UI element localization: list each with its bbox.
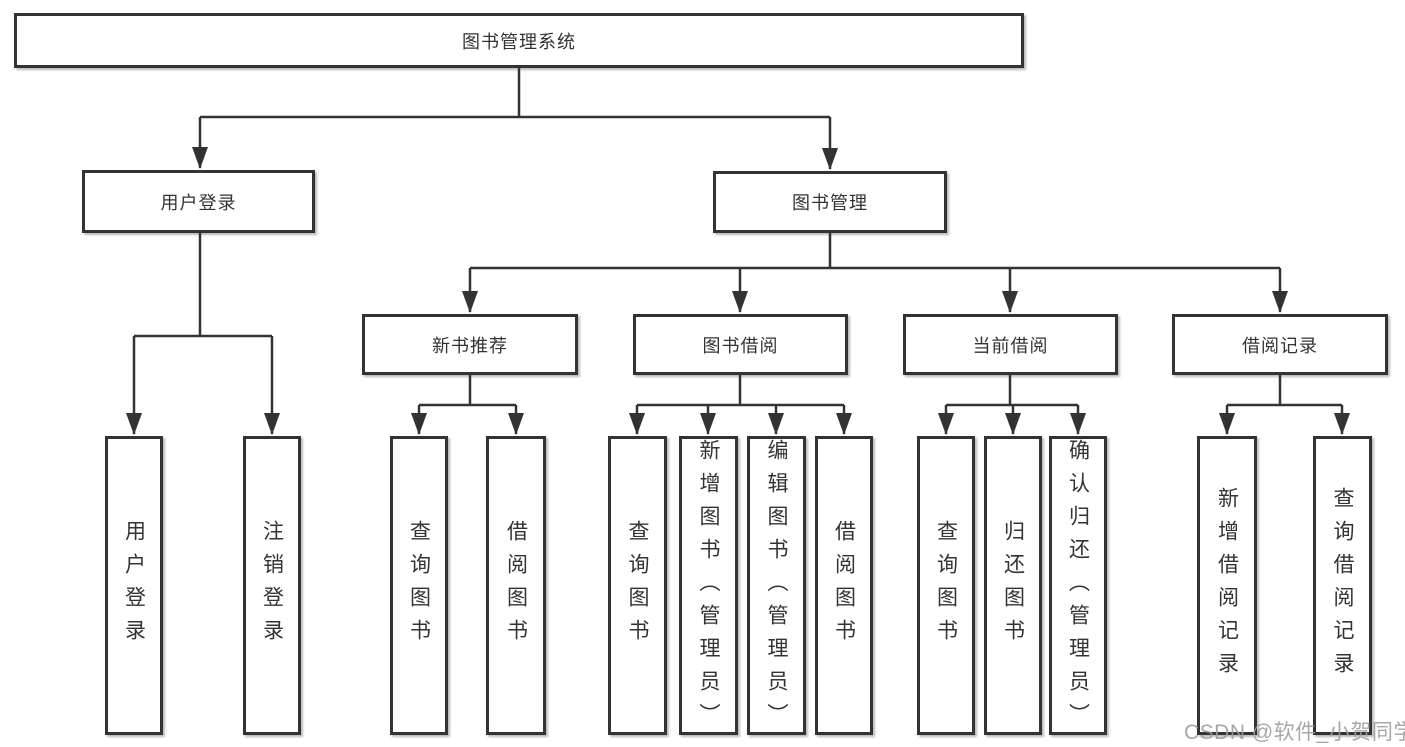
leaf-cb-confirm-return-admin: 确认归还（管理员） [1049, 436, 1107, 736]
leaf-cb-query-books: 查询图书 [917, 436, 975, 735]
node-root-library-system: 图书管理系统 [14, 13, 1024, 68]
csdn-watermark: CSDN @软件_小贺同学 [1184, 721, 1405, 744]
leaf-nb-borrow-books: 借阅图书 [486, 436, 546, 735]
node-new-book-recommend-label: 新书推荐 [432, 335, 508, 356]
node-book-management-label: 图书管理 [792, 193, 868, 213]
leaf-br-query-record: 查询借阅记录 [1313, 436, 1372, 735]
leaf-user-login: 用户登录 [105, 436, 163, 735]
leaf-br-add-record: 新增借阅记录 [1197, 436, 1257, 735]
node-borrowing-records-label: 借阅记录 [1242, 335, 1318, 356]
node-user-login-label: 用户登录 [160, 192, 237, 213]
leaf-cb-return-books: 归还图书 [984, 436, 1042, 735]
node-book-management: 图书管理 [713, 171, 947, 233]
leaf-bb-edit-books-admin: 编辑图书（管理员） [747, 436, 806, 736]
node-borrowing-records: 借阅记录 [1172, 314, 1388, 375]
leaf-bb-borrow-books: 借阅图书 [815, 436, 873, 735]
node-new-book-recommend: 新书推荐 [362, 314, 578, 375]
node-book-borrowing-label: 图书借阅 [702, 335, 779, 356]
node-user-login: 用户登录 [82, 170, 315, 233]
node-current-borrowing-label: 当前借阅 [972, 335, 1049, 356]
leaf-logout: 注销登录 [243, 436, 301, 735]
leaf-nb-query-books: 查询图书 [390, 436, 448, 735]
node-book-borrowing: 图书借阅 [633, 314, 848, 375]
leaf-bb-query-books: 查询图书 [608, 436, 667, 735]
node-current-borrowing: 当前借阅 [903, 314, 1118, 375]
node-root-label: 图书管理系统 [462, 31, 576, 52]
leaf-bb-add-books-admin: 新增图书（管理员） [679, 436, 738, 736]
